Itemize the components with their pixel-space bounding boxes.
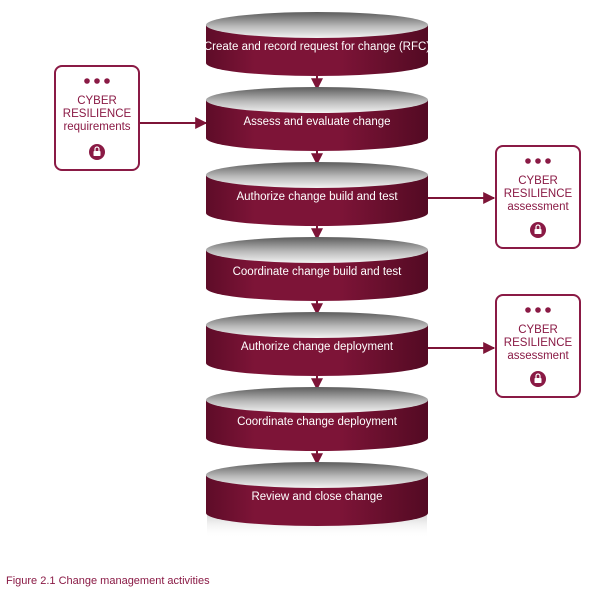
dots-icon [525,158,551,164]
card-text-line: assessment [507,350,569,362]
stage-label: Authorize change build and test [236,191,398,203]
stage-body [206,25,428,76]
stage-label: Coordinate change deployment [237,416,398,428]
lock-icon [530,371,546,387]
stage-body [206,250,428,301]
stage-label: Authorize change deployment [241,341,394,353]
card-text-line: CYBER [77,95,117,107]
stage-top-face [206,312,428,338]
stage-top-face [206,12,428,38]
stage-top-face [206,162,428,188]
figure-caption: Figure 2.1 Change management activities [6,575,210,587]
process-stages: Create and record request for change (RF… [204,12,430,526]
stage-body [206,400,428,451]
stage-body [206,175,428,226]
lock-icon [530,222,546,238]
stage-body [206,325,428,376]
stage-label: Create and record request for change (RF… [204,41,430,53]
card-frame [495,145,581,249]
stage-body [206,100,428,151]
card-frame [54,65,140,171]
card-text-line: requirements [63,121,130,133]
stage-disk: Coordinate change build and test [206,237,428,301]
stage-top-face [206,237,428,263]
card-frame [495,294,581,398]
stage-top-face [206,387,428,413]
stage-disk: Assess and evaluate change [206,87,428,151]
stage-body [206,475,428,526]
stage-label: Coordinate change build and test [233,266,403,278]
card-text-line: RESILIENCE [504,188,573,200]
card-text-line: RESILIENCE [63,108,132,120]
stage-disk: Authorize change build and test [206,162,428,226]
lock-icon [89,144,105,160]
stage-disk: Create and record request for change (RF… [204,12,430,76]
stage-disk: Coordinate change deployment [206,387,428,451]
stage-top-face [206,462,428,488]
flow-connectors [139,76,496,466]
stage-label: Review and close change [251,491,382,503]
card-text-line: RESILIENCE [504,337,573,349]
dots-icon [525,307,551,313]
stage-disk: Authorize change deployment [206,312,428,376]
stage-disk: Review and close change [206,462,428,526]
card-text-line: CYBER [518,324,558,336]
card-text-line: CYBER [518,175,558,187]
stage-label: Assess and evaluate change [243,116,390,128]
card-text-line: assessment [507,201,569,213]
dots-icon [84,78,110,84]
stage-top-face [206,87,428,113]
cyber-resilience-cards: CYBERRESILIENCErequirementsCYBERRESILIEN… [54,65,581,398]
